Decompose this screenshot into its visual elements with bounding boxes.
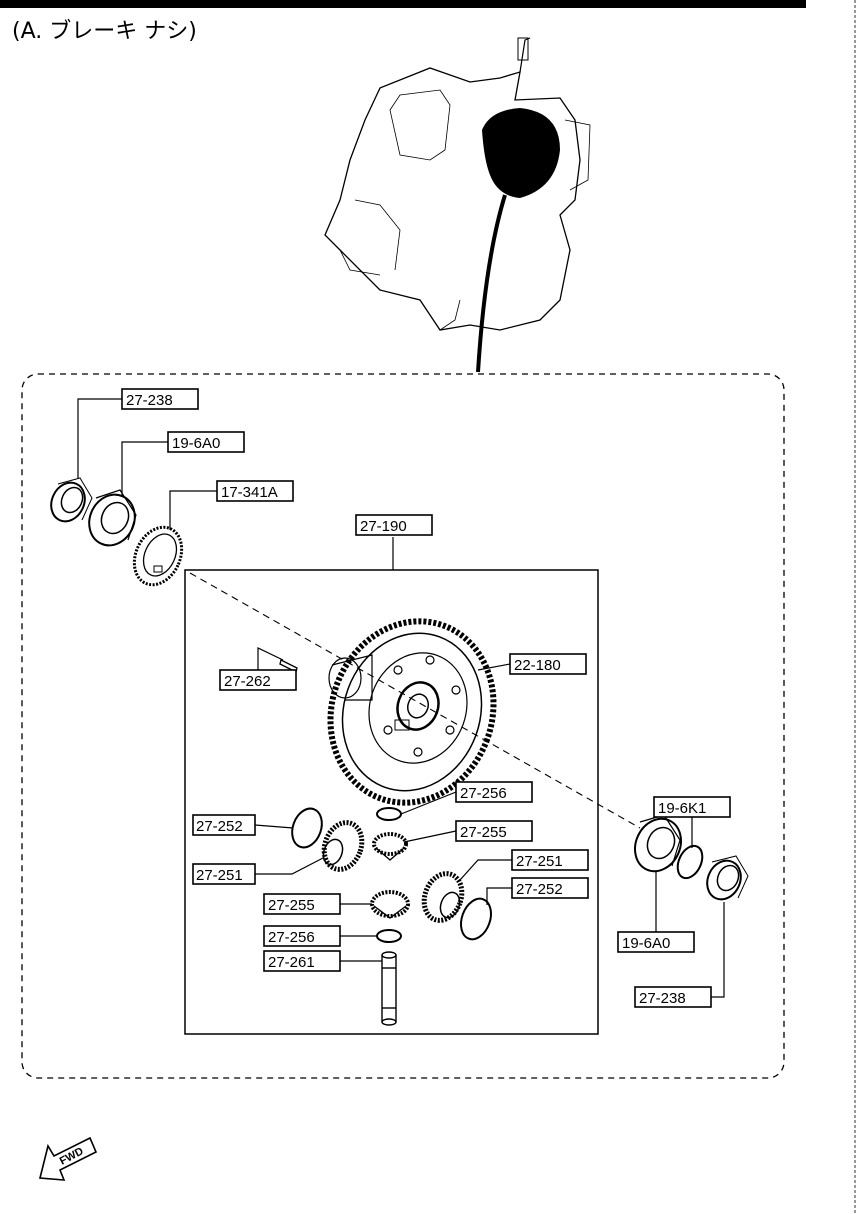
ring-gear-case-icon [327, 618, 497, 806]
part-label-17-341a: 17-341A [221, 484, 278, 501]
case-assembly-box [184, 569, 599, 1035]
pinion-shaft-icon [381, 951, 397, 1026]
bearing-right-icon [634, 814, 682, 873]
thrust-washer-top-icon [376, 807, 402, 821]
thrust-washer-bottom-icon [376, 929, 402, 943]
bearing-left-icon [88, 489, 137, 547]
part-label-27-238-left: 27-238 [126, 392, 173, 409]
top-border-bar [0, 0, 806, 8]
part-label-27-251-right: 27-251 [516, 853, 563, 870]
part-label-27-256-bottom: 27-256 [268, 929, 315, 946]
part-label-27-238-right: 27-238 [639, 990, 686, 1007]
leader-thick-line [476, 194, 507, 373]
label-frames [121, 388, 731, 1008]
side-gear-left-icon [321, 820, 365, 872]
part-label-27-255-top: 27-255 [460, 824, 507, 841]
part-label-19-6a0-right: 19-6A0 [622, 935, 670, 952]
part-label-27-256-top: 27-256 [460, 785, 507, 802]
part-label-19-6k1: 19-6K1 [658, 800, 706, 817]
thrust-washer-right-icon [460, 897, 492, 941]
fwd-arrow-icon: FWD [38, 1136, 98, 1181]
part-label-27-252-right: 27-252 [516, 881, 563, 898]
differential-location-highlight [482, 108, 560, 198]
oil-seal-left-icon [50, 477, 93, 523]
axis-centerline-dashed [189, 572, 641, 829]
pinion-gear-top-icon [372, 832, 408, 861]
transaxle-housing-sketch [324, 37, 591, 331]
part-label-27-190: 27-190 [360, 518, 407, 535]
thrust-washer-left-icon [291, 807, 323, 849]
assembly-boundary-dashed [21, 373, 785, 1079]
page-title: (A. ブレーキ ナシ) [12, 19, 197, 44]
part-label-19-6a0-left: 19-6A0 [172, 435, 220, 452]
part-label-27-261: 27-261 [268, 954, 315, 971]
oil-seal-right-icon [706, 855, 749, 901]
side-gear-right-icon [421, 871, 465, 923]
leader-lines [77, 398, 725, 998]
pinion-gear-bottom-icon [370, 890, 410, 919]
part-label-22-180: 22-180 [514, 657, 561, 674]
part-label-27-252-left: 27-252 [196, 818, 243, 835]
speedometer-drive-gear-icon [132, 525, 184, 587]
adjustment-shim-icon [676, 844, 704, 880]
part-label-27-262: 27-262 [224, 673, 271, 690]
part-label-27-255-bottom: 27-255 [268, 897, 315, 914]
part-label-27-251-left: 27-251 [196, 867, 243, 884]
